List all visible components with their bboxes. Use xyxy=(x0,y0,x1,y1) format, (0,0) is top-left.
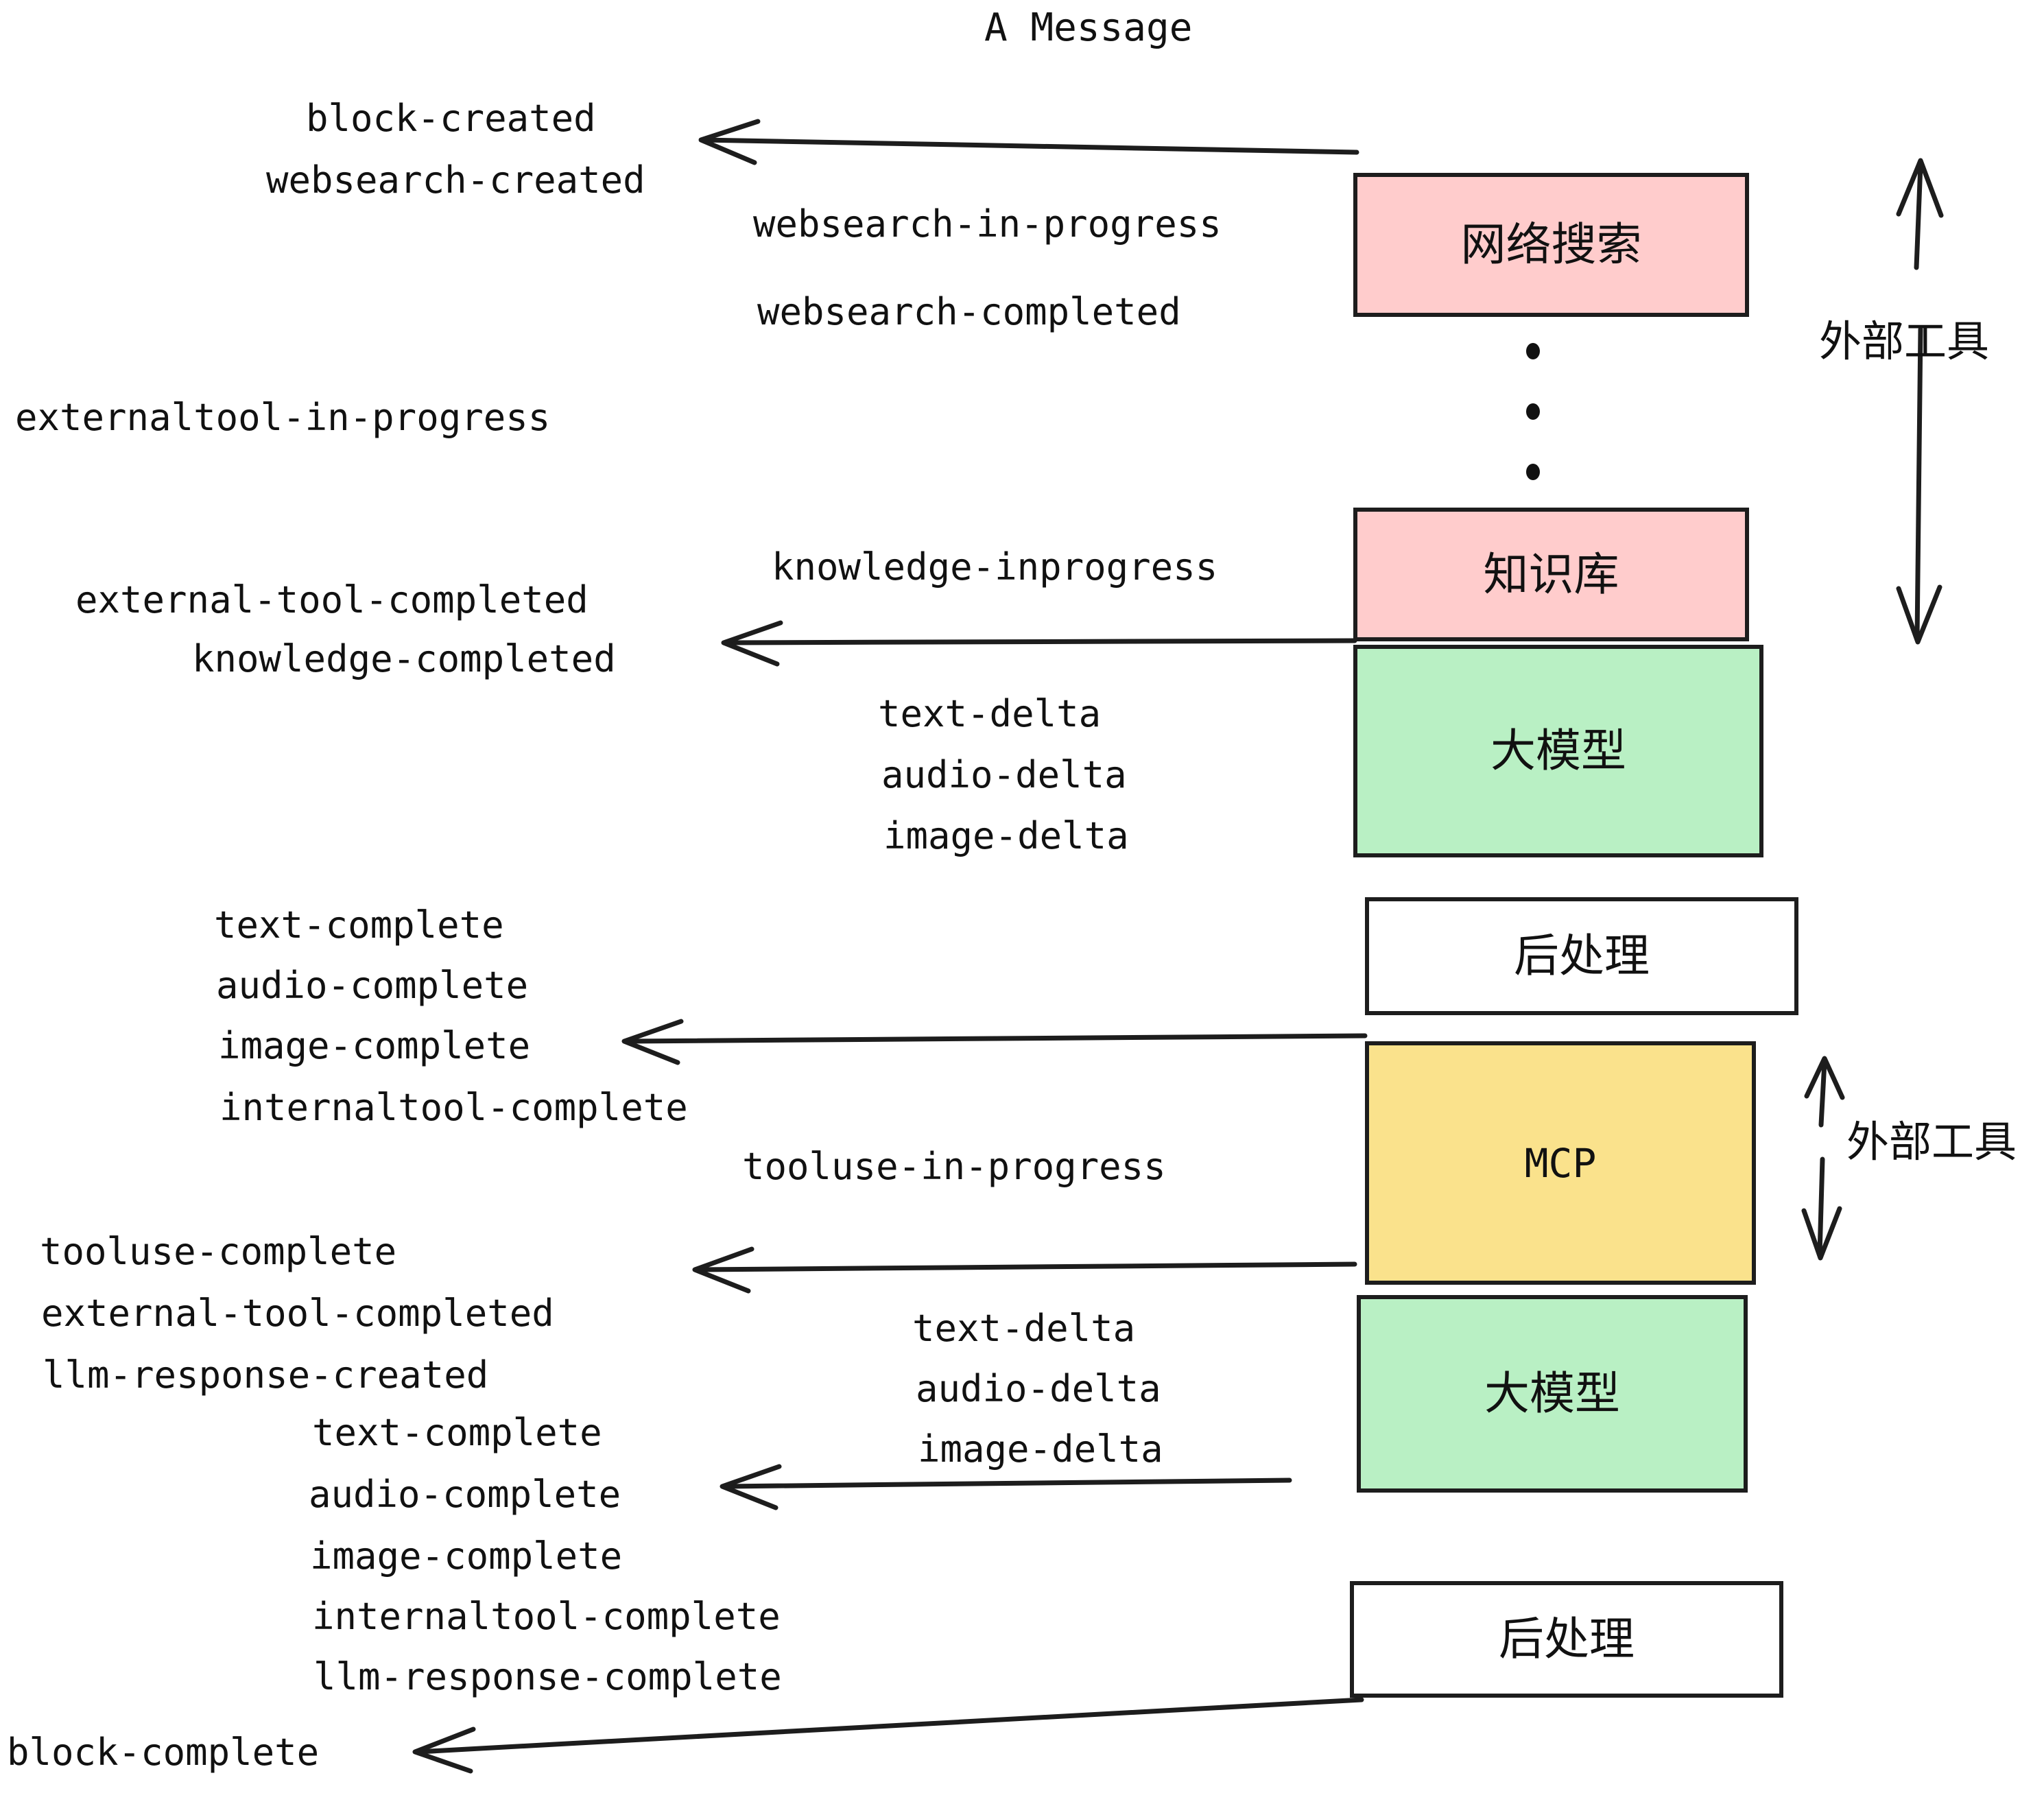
node-llm-2-label: 大模型 xyxy=(1484,1367,1620,1420)
vertical-ellipsis xyxy=(1519,343,1547,480)
event-audio-complete-1: audio-complete xyxy=(216,964,529,1007)
node-postprocess-1[interactable]: 后处理 xyxy=(1365,897,1798,1015)
external-tools-arrow-bottom xyxy=(1801,1056,1845,1261)
ellipsis-dot xyxy=(1526,403,1540,420)
external-tools-label-bottom: 外部工具 xyxy=(1846,1117,2017,1167)
event-image-delta-1: image-delta xyxy=(883,814,1129,857)
node-mcp[interactable]: MCP xyxy=(1365,1041,1756,1285)
event-tooluse-in-progress: tooluse-in-progress xyxy=(742,1145,1166,1188)
node-postprocess-2-label: 后处理 xyxy=(1499,1613,1635,1665)
event-text-delta-1: text-delta xyxy=(878,692,1102,735)
node-mcp-label: MCP xyxy=(1524,1139,1597,1187)
event-image-delta-2: image-delta xyxy=(918,1427,1163,1471)
event-externaltool-in-progress: externaltool-in-progress xyxy=(15,396,551,439)
event-block-created: block-created xyxy=(306,97,596,140)
event-websearch-created: websearch-created xyxy=(266,158,645,202)
node-postprocess-2[interactable]: 后处理 xyxy=(1350,1581,1783,1698)
event-external-tool-completed-2: external-tool-completed xyxy=(41,1292,554,1335)
node-websearch[interactable]: 网络搜索 xyxy=(1353,173,1749,317)
event-internaltool-complete-1: internaltool-complete xyxy=(219,1086,688,1129)
event-llm-response-complete: llm-response-complete xyxy=(313,1655,782,1698)
event-knowledge-inprogress: knowledge-inprogress xyxy=(772,545,1218,589)
event-websearch-in-progress: websearch-in-progress xyxy=(753,202,1222,246)
event-audio-delta-2: audio-delta xyxy=(916,1367,1161,1410)
node-knowledge[interactable]: 知识库 xyxy=(1353,508,1749,641)
arrow-llm2-to-audiocomplete xyxy=(720,1464,1292,1510)
ellipsis-dot xyxy=(1526,464,1540,480)
page-title: A Message xyxy=(984,5,1193,50)
event-tooluse-complete: tooluse-complete xyxy=(40,1230,397,1273)
node-llm-1-label: 大模型 xyxy=(1490,724,1626,777)
event-block-complete: block-complete xyxy=(7,1731,320,1774)
event-internaltool-complete-2: internaltool-complete xyxy=(312,1595,781,1638)
node-postprocess-1-label: 后处理 xyxy=(1514,929,1650,982)
arrow-mcp-to-toolusecomplete xyxy=(692,1246,1357,1294)
event-llm-response-created: llm-response-created xyxy=(43,1353,489,1397)
event-websearch-completed: websearch-completed xyxy=(757,290,1181,333)
event-image-complete-2: image-complete xyxy=(310,1534,623,1578)
node-knowledge-label: 知识库 xyxy=(1483,547,1619,601)
arrow-post1-to-imagecomplete xyxy=(621,1019,1368,1065)
arrow-post2-to-blockcomplete xyxy=(412,1697,1364,1774)
ellipsis-dot xyxy=(1526,343,1540,359)
external-tools-arrow-top xyxy=(1896,158,1944,645)
event-knowledge-completed: knowledge-completed xyxy=(192,637,616,680)
event-external-tool-completed-1: external-tool-completed xyxy=(75,578,589,621)
event-audio-complete-2: audio-complete xyxy=(309,1473,621,1516)
external-tools-label-top: 外部工具 xyxy=(1819,316,1990,366)
event-text-complete-1: text-complete xyxy=(214,903,504,947)
node-llm-1[interactable]: 大模型 xyxy=(1353,645,1763,857)
node-llm-2[interactable]: 大模型 xyxy=(1357,1295,1748,1493)
arrow-knowledge-to-knowledgecompleted xyxy=(721,620,1357,667)
arrow-websearch-to-blockcreated xyxy=(698,119,1359,165)
event-text-complete-2: text-complete xyxy=(312,1411,602,1454)
event-text-delta-2: text-delta xyxy=(912,1307,1136,1350)
event-image-complete-1: image-complete xyxy=(218,1024,531,1067)
event-audio-delta-1: audio-delta xyxy=(881,753,1127,796)
node-websearch-label: 网络搜索 xyxy=(1460,218,1642,271)
